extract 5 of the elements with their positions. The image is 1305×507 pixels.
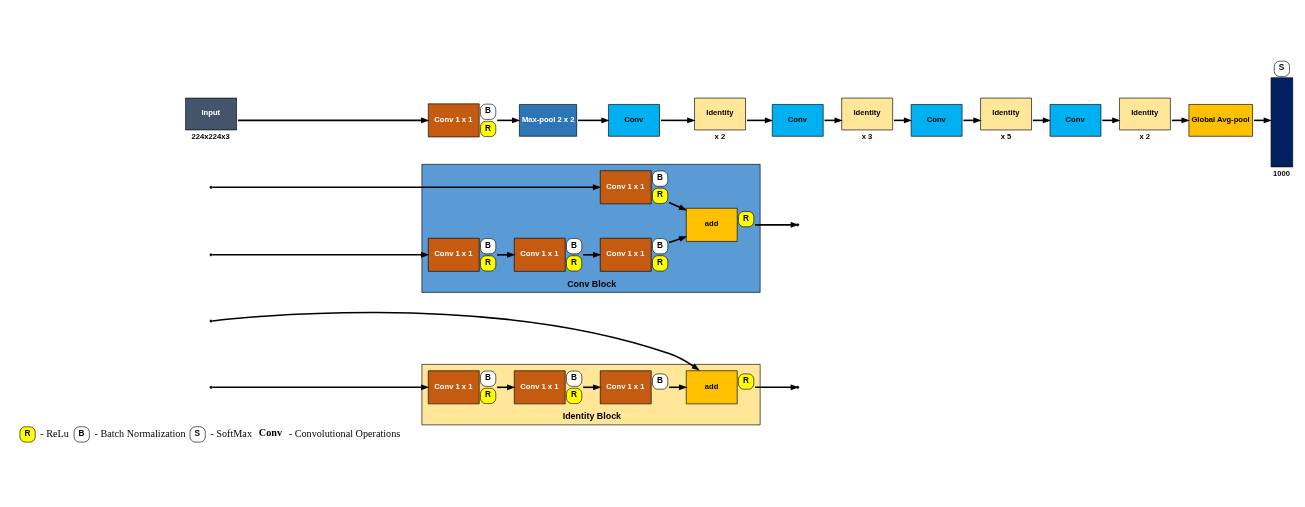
label: Conv: [258, 426, 283, 438]
label: - Convolutional Operations: [288, 427, 401, 439]
label: - SoftMax: [210, 427, 253, 439]
label: - ReLu: [40, 427, 69, 439]
label: - Batch Normalization: [94, 427, 186, 439]
